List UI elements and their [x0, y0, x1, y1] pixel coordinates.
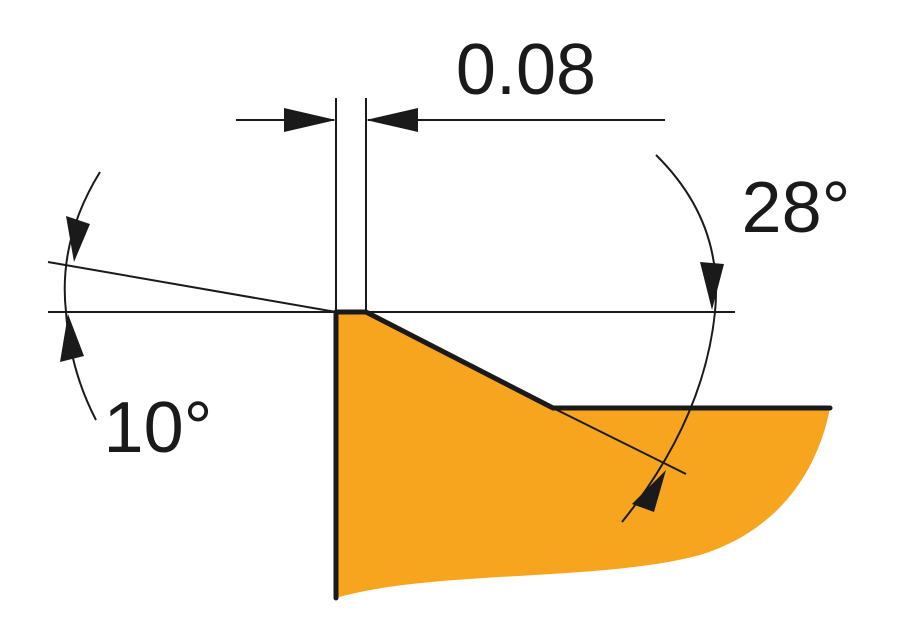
chamfer-angle-label: 28°: [742, 168, 851, 248]
rake-angle-label: 10°: [104, 388, 213, 468]
chamfer-arrow-upper: [700, 262, 724, 310]
insert-body: [336, 312, 830, 598]
chamfer-arrow-lower: [632, 470, 666, 512]
land-arrow-left: [284, 108, 336, 132]
rake-line: [47, 261, 337, 313]
land-arrow-right: [366, 108, 418, 132]
land-width-label: 0.08: [456, 30, 596, 110]
chamfer-angle-arc: [621, 154, 717, 523]
rake-arrow-lower: [60, 314, 84, 362]
rake-angle-arc: [63, 171, 101, 421]
rake-arrow-upper: [66, 216, 90, 262]
